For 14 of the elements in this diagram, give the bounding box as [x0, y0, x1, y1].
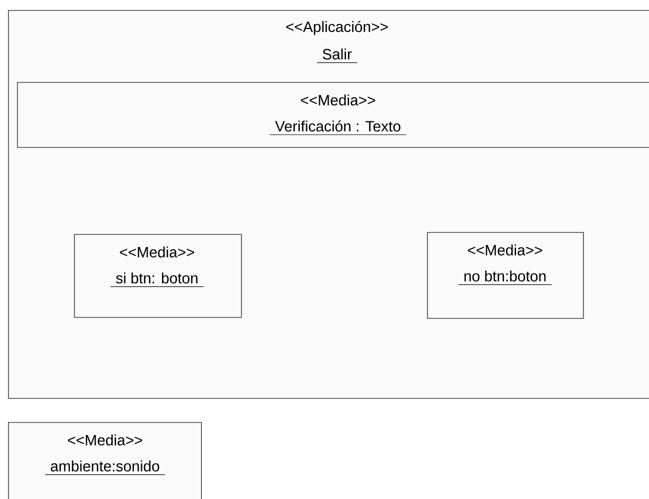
object-name: Salir: [316, 48, 358, 63]
object-name: si btn: boton: [110, 272, 204, 287]
stereotype-label: <<Aplicación>>: [286, 20, 388, 36]
object-name: Verificación : Texto: [270, 120, 406, 136]
object-box: [8, 422, 202, 499]
stereotype-label: <<Media>>: [68, 434, 142, 446]
stereotype-label: <<Media>>: [120, 246, 194, 258]
object-box: [17, 82, 649, 148]
stereotype-label: <<Media>>: [468, 244, 542, 256]
object-name: ambiente:sonido: [44, 460, 166, 475]
object-box: [74, 234, 242, 318]
object-box: [427, 232, 584, 319]
object-name: no btn:boton: [458, 270, 552, 285]
stereotype-label: <<Media>>: [300, 94, 376, 106]
